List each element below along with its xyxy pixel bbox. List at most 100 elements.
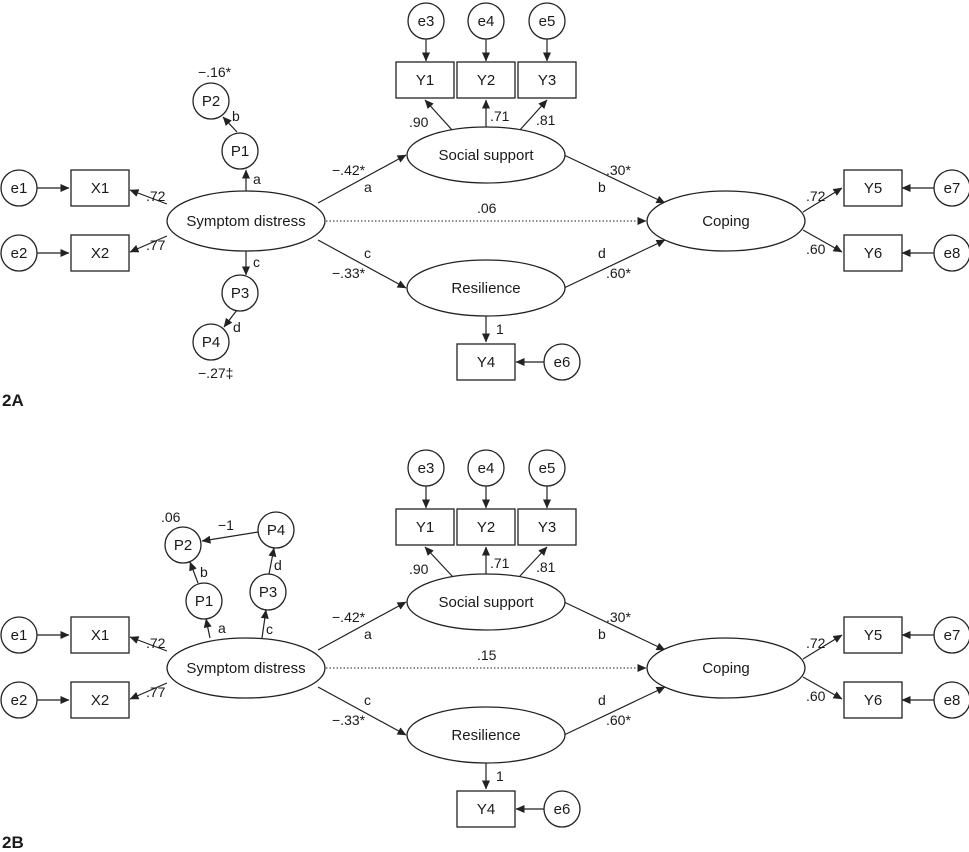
loading-x1: .72 bbox=[146, 635, 166, 651]
edge-coping-y6 bbox=[802, 676, 843, 700]
node-social-support: Social support bbox=[406, 573, 566, 631]
coef-resilience-coping: .60* bbox=[606, 265, 631, 281]
coef-p4-p2: −1 bbox=[218, 517, 234, 533]
node-x1: X1 bbox=[70, 616, 130, 654]
label-p1-p2-path: b bbox=[200, 564, 208, 580]
node-e4: e4 bbox=[467, 2, 505, 40]
svg-text:Y2: Y2 bbox=[477, 72, 495, 89]
svg-text:Y3: Y3 bbox=[538, 72, 556, 89]
svg-text:Resilience: Resilience bbox=[451, 727, 520, 744]
svg-text:Y3: Y3 bbox=[538, 519, 556, 536]
node-social-support: Social support bbox=[406, 126, 566, 184]
panel-label-2a: 2A bbox=[2, 391, 24, 410]
node-p3: P3 bbox=[221, 274, 259, 312]
node-p2: P2 bbox=[164, 526, 202, 564]
edge-social-y1 bbox=[424, 99, 454, 132]
label-symptom-social-path: a bbox=[364, 179, 372, 195]
svg-text:Y4: Y4 bbox=[477, 801, 495, 818]
svg-text:Symptom distress: Symptom distress bbox=[186, 213, 305, 230]
svg-text:e2: e2 bbox=[11, 692, 28, 709]
label-social-coping-path: b bbox=[598, 626, 606, 642]
edge-symptom-p1 bbox=[203, 618, 212, 639]
svg-text:Coping: Coping bbox=[702, 660, 750, 677]
edge-social-y1 bbox=[424, 546, 454, 578]
svg-text:P3: P3 bbox=[231, 285, 249, 302]
node-e3: e3 bbox=[407, 2, 445, 40]
node-e1: e1 bbox=[0, 616, 38, 654]
node-p3: P3 bbox=[249, 573, 287, 611]
svg-text:X1: X1 bbox=[91, 627, 109, 644]
svg-text:e2: e2 bbox=[11, 245, 28, 262]
svg-text:Y2: Y2 bbox=[477, 519, 495, 536]
svg-text:P2: P2 bbox=[174, 537, 192, 554]
node-e7: e7 bbox=[933, 616, 969, 654]
edge-symptom-resilience bbox=[317, 239, 407, 289]
node-e2: e2 bbox=[0, 681, 38, 719]
loading-y5: .72 bbox=[806, 635, 826, 651]
edge-social-y3 bbox=[518, 546, 548, 578]
node-y2: Y2 bbox=[456, 508, 516, 546]
node-p1: P1 bbox=[185, 582, 223, 620]
edge-p4-p2 bbox=[201, 531, 259, 544]
svg-text:P4: P4 bbox=[202, 334, 220, 351]
node-y1: Y1 bbox=[395, 508, 455, 546]
coef-resilience-coping: .60* bbox=[606, 712, 631, 728]
loading-y5: .72 bbox=[806, 188, 826, 204]
svg-text:e3: e3 bbox=[418, 13, 435, 30]
coef-p2: .06 bbox=[161, 509, 181, 525]
node-e6: e6 bbox=[543, 343, 581, 381]
svg-text:Resilience: Resilience bbox=[451, 280, 520, 297]
panel-2b: e3 e4 e5 e1 e2 e6 e7 e8 P2 P1 P3 P4 Y1 Y… bbox=[0, 449, 969, 852]
coef-symptom-social: −.42* bbox=[332, 162, 366, 178]
edge-symptom-social bbox=[317, 154, 407, 204]
edge-symptom-resilience bbox=[317, 686, 407, 736]
svg-text:e5: e5 bbox=[539, 13, 556, 30]
svg-text:e1: e1 bbox=[11, 180, 28, 197]
edge-coping-y6 bbox=[802, 229, 843, 253]
loading-y4: 1 bbox=[496, 768, 504, 784]
edge-p3-p4 bbox=[268, 547, 277, 575]
node-x2: X2 bbox=[70, 681, 130, 719]
coef-direct: .15 bbox=[477, 647, 497, 663]
svg-text:e6: e6 bbox=[554, 354, 571, 371]
node-resilience: Resilience bbox=[406, 259, 566, 317]
node-symptom-distress: Symptom distress bbox=[166, 190, 326, 252]
edge-social-coping bbox=[563, 601, 666, 651]
node-e3: e3 bbox=[407, 449, 445, 487]
edge-symptom-x2 bbox=[129, 235, 168, 253]
node-y5: Y5 bbox=[843, 616, 903, 654]
label-social-coping-path: b bbox=[598, 179, 606, 195]
loading-y2: .71 bbox=[490, 108, 510, 124]
coef-social-coping: .30* bbox=[606, 609, 631, 625]
node-e7: e7 bbox=[933, 169, 969, 207]
svg-text:Y1: Y1 bbox=[416, 519, 434, 536]
loading-y6: .60 bbox=[806, 241, 826, 257]
node-coping: Coping bbox=[646, 637, 806, 699]
label-symptom-p3-path: c bbox=[266, 621, 273, 637]
edge-p1-p2 bbox=[189, 561, 199, 584]
node-y6: Y6 bbox=[843, 681, 903, 719]
svg-text:e4: e4 bbox=[478, 460, 495, 477]
label-symptom-p1-path: a bbox=[218, 620, 226, 636]
panel-label-2b: 2B bbox=[2, 833, 24, 852]
svg-text:e1: e1 bbox=[11, 627, 28, 644]
coef-p4: −.27‡ bbox=[198, 365, 233, 381]
node-symptom-distress: Symptom distress bbox=[166, 637, 326, 699]
node-p4: P4 bbox=[257, 511, 295, 549]
loading-y6: .60 bbox=[806, 688, 826, 704]
loading-x2: .77 bbox=[146, 237, 166, 253]
edge-social-coping bbox=[563, 154, 666, 204]
svg-text:X2: X2 bbox=[91, 245, 109, 262]
coef-symptom-resilience: −.33* bbox=[332, 712, 366, 728]
node-y3: Y3 bbox=[517, 508, 577, 546]
edge-social-y3 bbox=[518, 99, 548, 132]
loading-x2: .77 bbox=[146, 684, 166, 700]
svg-text:Coping: Coping bbox=[702, 213, 750, 230]
svg-text:e3: e3 bbox=[418, 460, 435, 477]
svg-text:P4: P4 bbox=[267, 522, 285, 539]
node-p1: P1 bbox=[221, 132, 259, 170]
svg-text:e4: e4 bbox=[478, 13, 495, 30]
coef-p2: −.16* bbox=[198, 64, 232, 80]
node-e1: e1 bbox=[0, 169, 38, 207]
